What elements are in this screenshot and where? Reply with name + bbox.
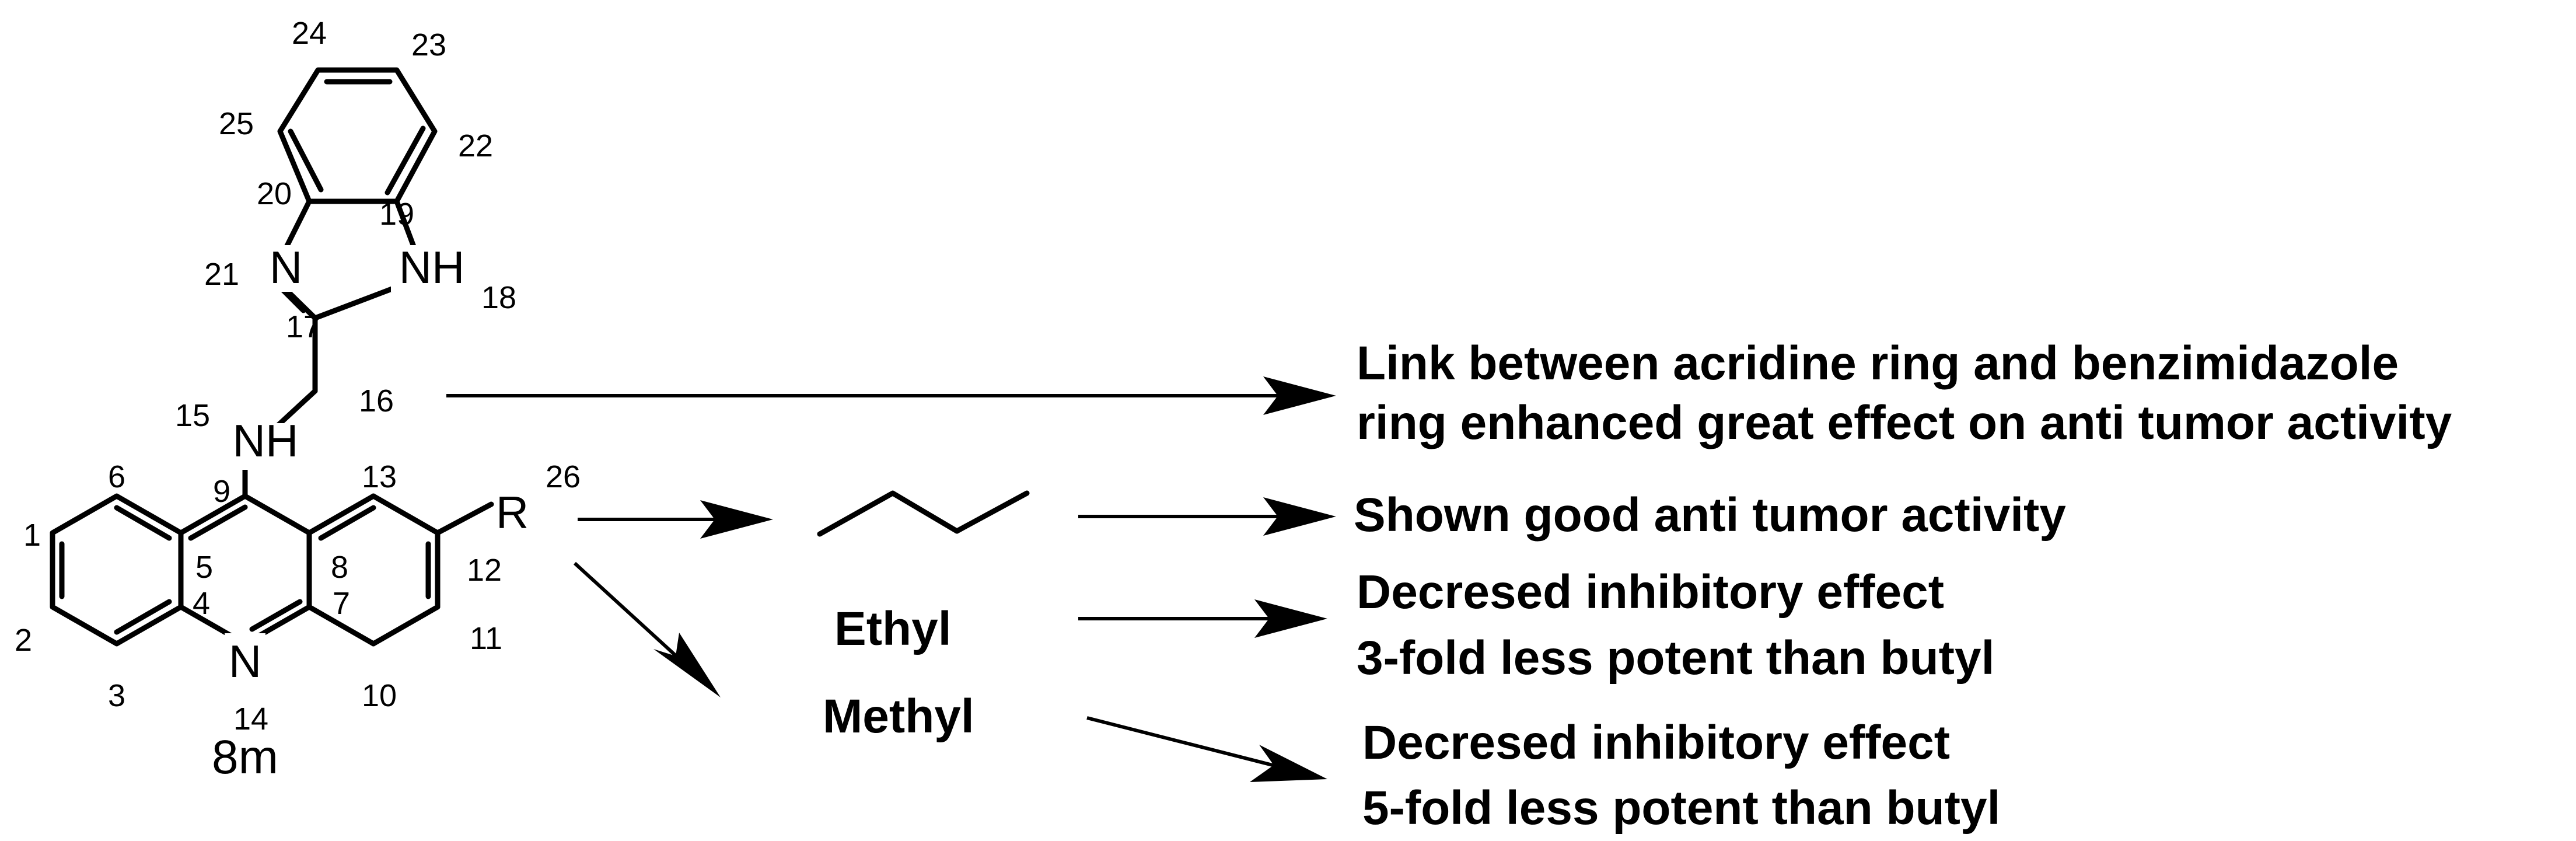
note-ethyl-line2: 3-fold less potent than butyl	[1357, 631, 1994, 685]
arrows	[446, 376, 1336, 782]
butyl-zigzag	[817, 490, 1030, 537]
molecule-structure	[50, 67, 494, 647]
position-26: 26	[546, 459, 581, 494]
atom-n14: N	[229, 636, 261, 687]
r-group-label: R	[496, 487, 529, 538]
arrow-r-to-butyl	[578, 500, 773, 539]
position-6: 6	[108, 459, 125, 494]
note-methyl-line2: 5-fold less potent than butyl	[1362, 781, 2000, 835]
arrow-methyl-to-note	[1086, 716, 1327, 782]
note-butyl: Shown good anti tumor activity	[1354, 488, 2066, 542]
position-3: 3	[108, 678, 125, 713]
position-15: 15	[175, 398, 210, 433]
position-18: 18	[481, 280, 516, 315]
position-12: 12	[467, 553, 502, 588]
position-23: 23	[411, 27, 446, 62]
position-19: 19	[379, 197, 414, 232]
position-4: 4	[193, 586, 210, 621]
note-ethyl-line1: Decresed inhibitory effect	[1357, 566, 1944, 619]
position-7: 7	[333, 586, 350, 621]
position-numbers: 1 2 3 4 5 6 7 8 9 10 11 12 13 14 15 16 1…	[15, 16, 581, 737]
methyl-label: Methyl	[823, 690, 974, 743]
arrow-linker-to-note	[446, 376, 1336, 415]
position-9: 9	[213, 474, 230, 509]
compound-label: 8m	[212, 731, 278, 784]
position-14: 14	[233, 702, 268, 737]
arrow-r-to-methyl	[573, 561, 721, 697]
note-linker-line2: ring enhanced great effect on anti tumor…	[1357, 396, 2452, 449]
atom-nh18: NH	[399, 242, 465, 293]
acridine-central-ring	[178, 493, 312, 647]
note-linker-line1: Link between acridine ring and benzimida…	[1357, 337, 2399, 390]
atom-nh15: NH	[233, 415, 299, 466]
acridine-left-ring	[50, 493, 184, 647]
position-2: 2	[15, 623, 32, 658]
arrow-butyl-to-note	[1078, 497, 1336, 536]
atom-labels: N NH NH N R 8m	[212, 242, 529, 784]
position-22: 22	[458, 128, 493, 163]
position-24: 24	[292, 16, 327, 51]
position-20: 20	[257, 176, 292, 211]
arrow-ethyl-to-note	[1078, 599, 1327, 638]
acridine-right-ring	[306, 493, 441, 647]
benzimidazole-benzene-ring	[277, 67, 438, 204]
position-21: 21	[204, 257, 239, 292]
position-1: 1	[23, 518, 41, 553]
position-10: 10	[362, 678, 397, 713]
annotations: Link between acridine ring and benzimida…	[1354, 337, 2452, 835]
position-16: 16	[359, 383, 394, 418]
position-11: 11	[470, 621, 502, 656]
ethyl-label: Ethyl	[834, 602, 951, 655]
position-17: 17	[286, 309, 321, 344]
position-13: 13	[362, 459, 397, 494]
r-group-bond	[435, 501, 494, 536]
position-5: 5	[195, 550, 213, 585]
atom-n21: N	[270, 242, 302, 293]
position-25: 25	[219, 106, 254, 141]
note-methyl-line1: Decresed inhibitory effect	[1362, 716, 1950, 769]
position-8: 8	[331, 550, 348, 585]
